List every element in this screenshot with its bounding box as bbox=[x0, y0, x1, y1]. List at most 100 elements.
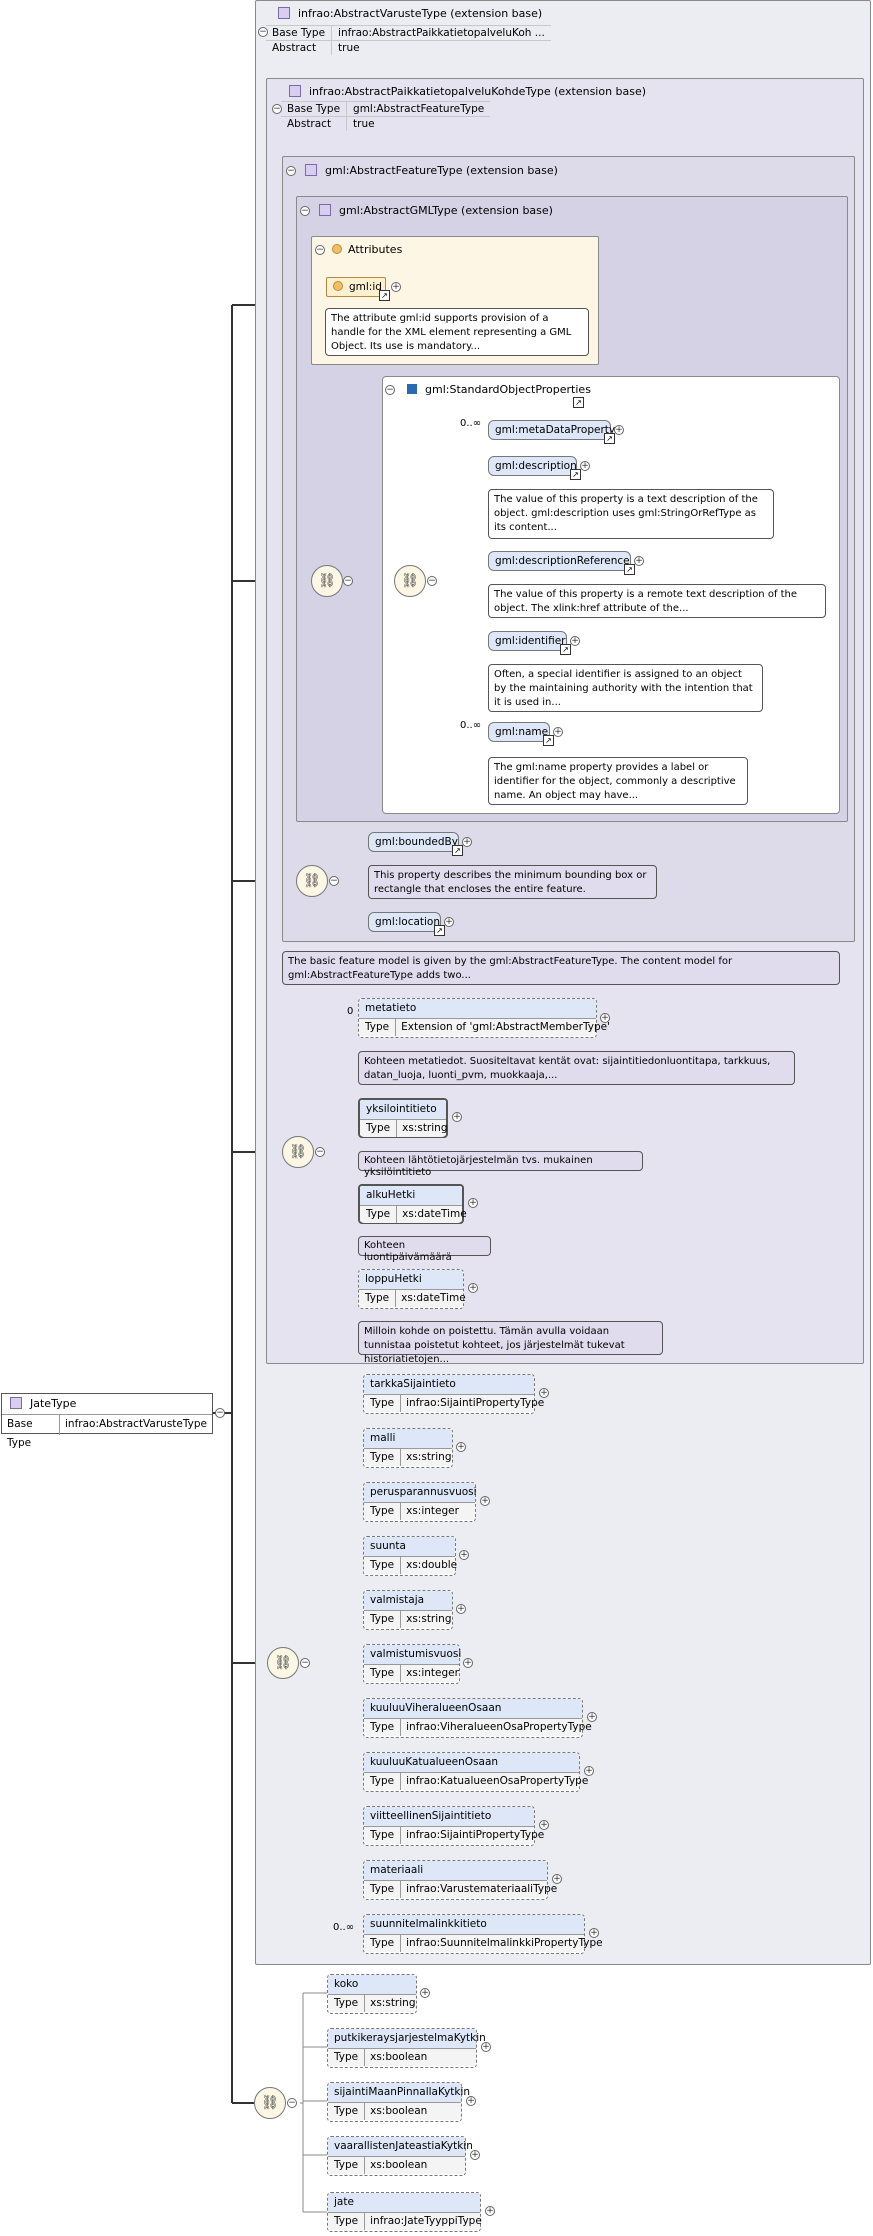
collapse-icon[interactable]: − bbox=[315, 1147, 325, 1157]
link-arrow-icon[interactable]: ↗ bbox=[573, 397, 584, 408]
expand-icon[interactable]: + bbox=[614, 425, 624, 435]
link-arrow-icon[interactable]: ↗ bbox=[604, 433, 615, 444]
expand-icon[interactable]: + bbox=[391, 282, 401, 292]
collapse-icon[interactable]: − bbox=[329, 876, 339, 886]
collapse-icon[interactable]: − bbox=[300, 1658, 310, 1668]
collapse-icon[interactable]: − bbox=[300, 206, 310, 216]
complex-type-icon bbox=[10, 1397, 22, 1409]
expand-icon[interactable]: + bbox=[589, 1928, 599, 1938]
kohde-base-title: infrao:AbstractPaikkatietopalveluKohdeTy… bbox=[289, 85, 646, 98]
collapse-icon[interactable]: − bbox=[315, 245, 325, 255]
documentation: The value of this property is a remote t… bbox=[488, 584, 826, 618]
expand-icon[interactable]: + bbox=[470, 2150, 480, 2160]
prop-value: gml:AbstractFeatureType bbox=[346, 101, 491, 117]
collapse-icon[interactable]: − bbox=[287, 2098, 297, 2108]
collapse-icon[interactable]: − bbox=[215, 1408, 225, 1418]
expand-icon[interactable]: + bbox=[452, 1112, 462, 1122]
collapse-icon[interactable]: − bbox=[427, 576, 437, 586]
expand-icon[interactable]: + bbox=[468, 1198, 478, 1208]
expand-icon[interactable]: + bbox=[480, 1496, 490, 1506]
expand-icon[interactable]: + bbox=[539, 1820, 549, 1830]
gml-id-attribute[interactable]: gml:id↗ bbox=[326, 277, 390, 301]
expand-icon[interactable]: + bbox=[456, 1442, 466, 1452]
expand-icon[interactable]: + bbox=[466, 2096, 476, 2106]
expand-icon[interactable]: + bbox=[485, 2206, 495, 2216]
expand-icon[interactable]: + bbox=[539, 1388, 549, 1398]
root-complex-type[interactable]: JateType Base Type infrao:AbstractVarust… bbox=[1, 1393, 213, 1449]
expand-icon[interactable]: + bbox=[580, 461, 590, 471]
gml-base-title: gml:AbstractGMLType (extension base) bbox=[319, 204, 553, 217]
link-arrow-icon[interactable]: ↗ bbox=[434, 925, 445, 936]
link-arrow-icon[interactable]: ↗ bbox=[624, 564, 635, 575]
expand-icon[interactable]: + bbox=[570, 636, 580, 646]
collapse-icon[interactable]: − bbox=[343, 576, 353, 586]
complex-type-icon bbox=[305, 164, 317, 176]
collapse-icon[interactable]: − bbox=[286, 166, 296, 176]
sequence-compositor-icon[interactable]: ⛓ bbox=[267, 1647, 299, 1679]
documentation: Often, a special identifier is assigned … bbox=[488, 664, 763, 712]
expand-icon[interactable]: + bbox=[634, 556, 644, 566]
documentation: Kohteen luontipäivämäärä bbox=[358, 1236, 491, 1263]
expand-icon[interactable]: + bbox=[584, 1766, 594, 1776]
expand-icon[interactable]: + bbox=[462, 837, 472, 847]
expand-icon[interactable]: + bbox=[553, 727, 563, 737]
sop-item[interactable]: gml:descriptionReference↗ bbox=[488, 551, 635, 575]
documentation: Kohteen metatiedot. Suositeltavat kentät… bbox=[358, 1051, 795, 1085]
link-arrow-icon[interactable]: ↗ bbox=[560, 644, 571, 655]
sequence-compositor-icon[interactable]: ⛓ bbox=[296, 865, 328, 897]
sop-item[interactable]: gml:metaDataProperty↗ bbox=[488, 420, 615, 444]
link-arrow-icon[interactable]: ↗ bbox=[543, 735, 554, 746]
sop-item[interactable]: gml:identifier↗ bbox=[488, 631, 571, 655]
expand-icon[interactable]: + bbox=[600, 1013, 610, 1023]
sequence-compositor-icon[interactable]: ⛓ bbox=[282, 1136, 314, 1168]
expand-icon[interactable]: + bbox=[459, 1550, 469, 1560]
prop-key: Base Type bbox=[266, 25, 333, 41]
documentation: The value of this property is a text des… bbox=[488, 489, 774, 539]
expand-icon[interactable]: + bbox=[552, 1874, 562, 1884]
attributes-group: − Attributes gml:id↗ + The attribute gml… bbox=[311, 236, 599, 365]
prop-key: Abstract bbox=[266, 40, 333, 55]
varuste-base-title: infrao:AbstractVarusteType (extension ba… bbox=[278, 7, 542, 20]
location-element[interactable]: gml:location↗ bbox=[368, 912, 445, 936]
complex-type-icon bbox=[289, 85, 301, 97]
link-arrow-icon[interactable]: ↗ bbox=[452, 845, 463, 856]
collapse-icon[interactable]: − bbox=[385, 385, 395, 395]
expand-icon[interactable]: + bbox=[444, 917, 454, 927]
sop-item[interactable]: gml:description↗ bbox=[488, 456, 581, 480]
sequence-compositor-icon[interactable]: ⛓ bbox=[311, 565, 343, 597]
expand-icon[interactable]: + bbox=[468, 1283, 478, 1293]
expand-icon[interactable]: + bbox=[481, 2042, 491, 2052]
expand-icon[interactable]: + bbox=[463, 1658, 473, 1668]
expand-icon[interactable]: + bbox=[456, 1604, 466, 1614]
link-arrow-icon[interactable]: ↗ bbox=[379, 290, 390, 301]
link-arrow-icon[interactable]: ↗ bbox=[570, 469, 581, 480]
expand-icon[interactable]: + bbox=[420, 1988, 430, 1998]
sequence-compositor-icon[interactable]: ⛓ bbox=[254, 2087, 286, 2119]
sop-item[interactable]: gml:name↗ bbox=[488, 722, 554, 746]
expand-icon[interactable]: + bbox=[587, 1712, 597, 1722]
documentation: The gml:name property provides a label o… bbox=[488, 757, 748, 805]
bounded-by-element[interactable]: gml:boundedBy↗ bbox=[368, 832, 463, 856]
sequence-compositor-icon[interactable]: ⛓ bbox=[394, 565, 426, 597]
